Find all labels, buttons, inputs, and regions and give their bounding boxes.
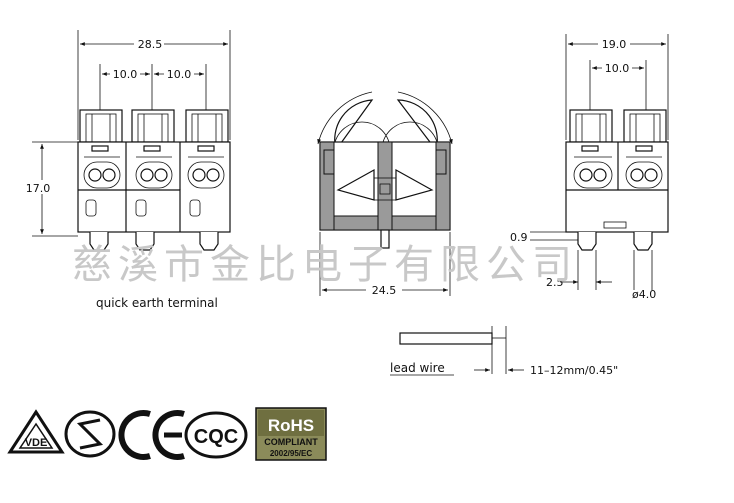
section-width-label: 24.5	[372, 284, 397, 297]
side-pin-diameter-label: ø4.0	[632, 288, 656, 301]
section-view: 24.5	[317, 91, 453, 297]
front-caption: quick earth terminal	[96, 296, 218, 310]
certification-logos: VDE CQC RoHS COMPLIANT 2002/95/EC	[7, 407, 327, 461]
lead-wire-label: lead wire	[390, 361, 445, 375]
side-pin-offset-label: 0.9	[510, 231, 528, 244]
vde-logo: VDE	[7, 409, 65, 454]
rohs-logo: RoHS COMPLIANT 2002/95/EC	[255, 407, 327, 461]
front-width-total-label: 28.5	[138, 38, 163, 51]
front-wire-holes	[83, 145, 225, 217]
wire-strip-length-label: 11–12mm/0.45"	[530, 364, 618, 377]
s-mark-logo	[64, 410, 116, 458]
front-view: 28.5 10.0 10.0 17.0	[24, 30, 231, 310]
front-height-label: 17.0	[26, 182, 51, 195]
cqc-logo-text: CQC	[194, 426, 238, 448]
side-pitch-label: 10.0	[605, 62, 630, 75]
side-width-total-label: 19.0	[602, 38, 627, 51]
vde-logo-text: VDE	[25, 437, 48, 449]
side-pin-spacing-label: 2.5	[546, 276, 564, 289]
rohs-code: 2002/95/EC	[270, 449, 312, 458]
front-body	[77, 141, 231, 233]
cqc-logo: CQC	[184, 411, 248, 459]
front-push-buttons	[79, 109, 229, 143]
front-pitch-left-label: 10.0	[113, 68, 138, 81]
lead-wire: lead wire 11–12mm/0.45"	[390, 326, 618, 377]
front-pitch-right-label: 10.0	[167, 68, 192, 81]
watermark: 慈溪市金比电子有限公司	[72, 242, 578, 288]
rohs-sub: COMPLIANT	[264, 437, 318, 447]
ce-logo	[118, 410, 185, 460]
side-view: 19.0 10.0 0.9	[510, 34, 669, 301]
rohs-title: RoHS	[268, 416, 314, 435]
front-mounting-clips	[89, 232, 219, 251]
